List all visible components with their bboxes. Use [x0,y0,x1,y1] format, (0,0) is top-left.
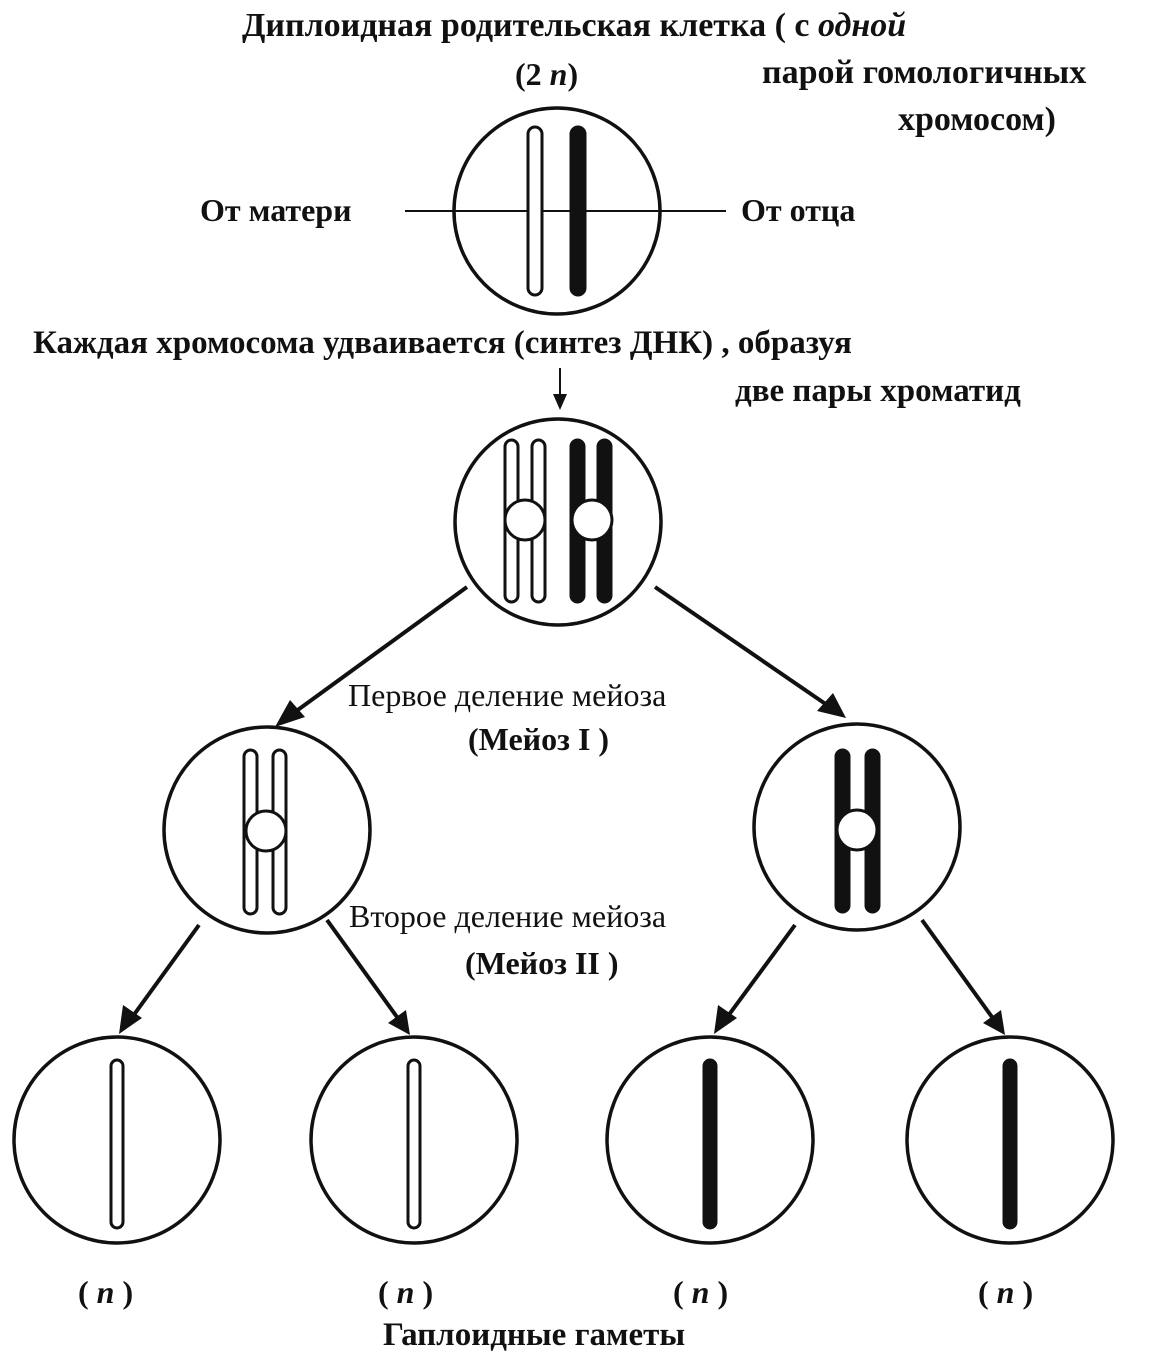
gamete-ploidy-label: ( n ) [978,1274,1033,1310]
gamete-cell-4 [905,1035,1115,1245]
meiosis-2-arrow-3 [714,923,797,1034]
meiosis-2-arrow-2 [325,918,410,1035]
meiosis-1-label: Первое деление мейоза [348,677,666,713]
gamete-cell-1 [12,1035,222,1245]
maternal-label: От матери [200,192,352,228]
replicated-cell-membrane [453,417,663,627]
gamete-cell-3 [605,1035,815,1245]
replication-arrow [553,368,567,410]
meiosis-1-cell-maternal [162,725,372,935]
maternal-chromosome [406,1058,422,1230]
replication-text-line-2: две пары хроматид [735,373,1021,409]
meiosis-2-arrow-1 [119,923,201,1034]
title-line-3: хромосом) [898,101,1056,138]
paternal-chromosome [569,125,587,297]
gamete-ploidy-label: ( n ) [78,1274,133,1310]
title-line-2: парой гомологичных [762,54,1086,91]
meiosis-2-arrow-4 [920,918,1005,1035]
maternal-chromosome [526,125,544,297]
meiosis-2-sublabel: (Мейоз II ) [465,945,619,981]
meiosis-2-label: Второе деление мейоза [349,898,666,934]
replication-text-line-1: Каждая хромосома удваивается (синтез ДНК… [33,325,852,361]
gamete-cell-2 [309,1035,519,1245]
gamete-ploidy-label: ( n ) [673,1274,728,1310]
maternal-chromosome [109,1058,125,1230]
meiosis-1-sublabel: (Мейоз I ) [468,721,609,757]
replicated-cell [453,417,663,627]
title-line-1: Диплоидная родительская клетка ( с одной [242,7,906,44]
maternal-centromere [503,498,547,542]
meiosis-1-arrow-right [653,585,846,718]
meiosis-1-arrow-left [275,585,469,727]
paternal-chromosome [1002,1058,1018,1230]
gametes-caption: Гаплоидные гаметы [383,1317,685,1353]
meiosis-1-cell-paternal [752,722,962,932]
parent-ploidy-label: (2 n) [515,56,578,92]
gamete-ploidy-label: ( n ) [378,1274,433,1310]
centromere [244,809,288,853]
paternal-centromere [570,498,614,542]
paternal-chromosome [702,1058,718,1230]
paternal-label: От отца [741,192,855,228]
parent-cell [405,106,726,316]
centromere [835,808,879,852]
